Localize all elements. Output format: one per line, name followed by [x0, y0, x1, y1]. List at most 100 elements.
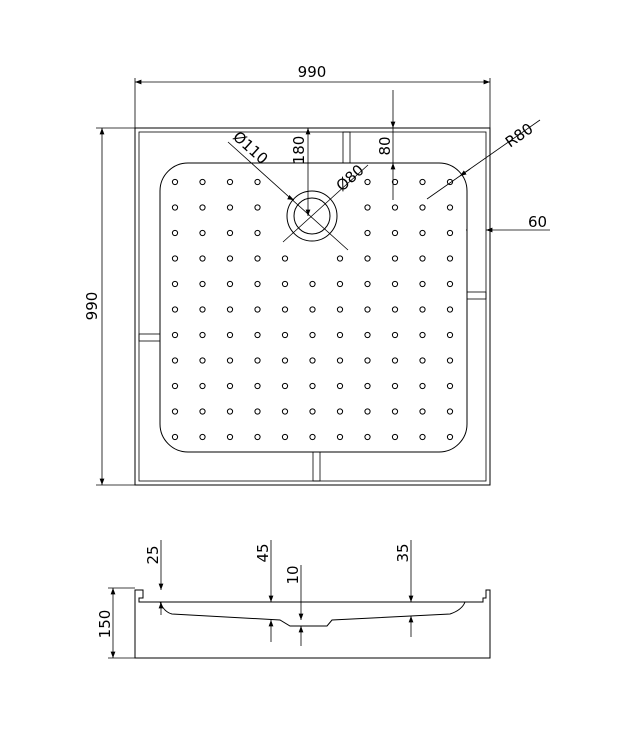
anti-slip-dot — [254, 357, 261, 364]
anti-slip-dot — [226, 204, 234, 211]
anti-slip-dot — [226, 357, 234, 364]
slot-left — [138, 333, 161, 342]
anti-slip-dot — [446, 306, 454, 313]
anti-slip-dot — [281, 306, 289, 313]
drain-offset-label: 180 — [290, 136, 308, 165]
anti-slip-dot — [446, 357, 454, 364]
anti-slip-dot — [254, 178, 261, 186]
anti-slip-dot — [309, 280, 316, 288]
anti-slip-dot — [254, 229, 261, 237]
depth-mid-label: 45 — [254, 543, 272, 562]
anti-slip-dot — [419, 408, 426, 415]
anti-slip-dot — [446, 178, 454, 186]
anti-slip-dots — [171, 178, 454, 441]
slot-right — [466, 291, 487, 300]
anti-slip-dot — [281, 255, 289, 262]
anti-slip-dot — [171, 178, 179, 186]
anti-slip-dot — [254, 382, 261, 390]
depth-right-label: 35 — [394, 543, 412, 562]
anti-slip-dot — [254, 255, 261, 262]
anti-slip-dot — [226, 229, 234, 237]
top-view: 990 990 Ø110 Ø80 180 80 R80 60 — [83, 63, 550, 486]
anti-slip-dot — [199, 433, 206, 441]
radius-leader — [426, 119, 541, 200]
anti-slip-dot — [391, 331, 399, 339]
anti-slip-dot — [281, 357, 289, 364]
anti-slip-dot — [391, 382, 399, 390]
anti-slip-dot — [364, 178, 371, 186]
drain-inner-label: Ø80 — [333, 161, 368, 195]
anti-slip-dot — [226, 255, 234, 262]
slot-bottom — [312, 451, 321, 482]
tray-inner-outline — [138, 131, 487, 482]
drain-inner — [293, 197, 331, 235]
anti-slip-dot — [419, 331, 426, 339]
anti-slip-dot — [336, 280, 344, 288]
anti-slip-dot — [226, 382, 234, 390]
corner-radius-label: R80 — [502, 120, 537, 152]
anti-slip-dot — [364, 204, 371, 211]
anti-slip-dot — [171, 357, 179, 364]
lip-label: 25 — [144, 545, 162, 564]
anti-slip-dot — [364, 331, 371, 339]
anti-slip-dot — [446, 331, 454, 339]
anti-slip-dot — [171, 255, 179, 262]
anti-slip-dot — [364, 280, 371, 288]
anti-slip-dot — [199, 331, 206, 339]
drain-step-label: 10 — [284, 565, 302, 584]
anti-slip-dot — [199, 306, 206, 313]
anti-slip-dot — [281, 280, 289, 288]
tray-profile — [134, 589, 491, 659]
tray-basin-profile — [159, 601, 466, 627]
anti-slip-dot — [364, 306, 371, 313]
slot-top — [342, 131, 351, 164]
anti-slip-dot — [364, 255, 371, 262]
anti-slip-dot — [254, 204, 261, 211]
anti-slip-dot — [171, 331, 179, 339]
anti-slip-dot — [391, 306, 399, 313]
anti-slip-dot — [391, 280, 399, 288]
anti-slip-dot — [199, 255, 206, 262]
anti-slip-dot — [364, 408, 371, 415]
anti-slip-dot — [391, 357, 399, 364]
anti-slip-dot — [446, 408, 454, 415]
anti-slip-dot — [171, 306, 179, 313]
anti-slip-dot — [254, 331, 261, 339]
anti-slip-dot — [419, 255, 426, 262]
anti-slip-dot — [309, 382, 316, 390]
anti-slip-dot — [254, 433, 261, 441]
anti-slip-dot — [419, 357, 426, 364]
anti-slip-dot — [336, 331, 344, 339]
anti-slip-dot — [419, 204, 426, 211]
anti-slip-dot — [226, 331, 234, 339]
anti-slip-dot — [336, 382, 344, 390]
anti-slip-dot — [336, 408, 344, 415]
anti-slip-dot — [419, 433, 426, 441]
anti-slip-dot — [281, 408, 289, 415]
anti-slip-dot — [254, 280, 261, 288]
anti-slip-dot — [419, 178, 426, 186]
anti-slip-dot — [309, 357, 316, 364]
anti-slip-dot — [391, 433, 399, 441]
anti-slip-dot — [226, 408, 234, 415]
anti-slip-dot — [309, 433, 316, 441]
anti-slip-dot — [199, 229, 206, 237]
anti-slip-dot — [446, 280, 454, 288]
side-height-label: 150 — [96, 610, 114, 639]
anti-slip-dot — [226, 280, 234, 288]
anti-slip-dot — [364, 433, 371, 441]
anti-slip-dot — [391, 229, 399, 237]
anti-slip-dot — [364, 382, 371, 390]
width-label: 990 — [298, 63, 327, 81]
anti-slip-dot — [446, 229, 454, 237]
anti-slip-dot — [199, 204, 206, 211]
anti-slip-dot — [419, 382, 426, 390]
side-view: 150 25 45 10 35 — [96, 540, 491, 659]
anti-slip-dot — [199, 280, 206, 288]
drain-inner-leader — [282, 164, 369, 243]
anti-slip-dot — [446, 433, 454, 441]
anti-slip-dot — [254, 408, 261, 415]
panel-offset-side-label: 60 — [528, 213, 547, 231]
anti-slip-dot — [336, 357, 344, 364]
